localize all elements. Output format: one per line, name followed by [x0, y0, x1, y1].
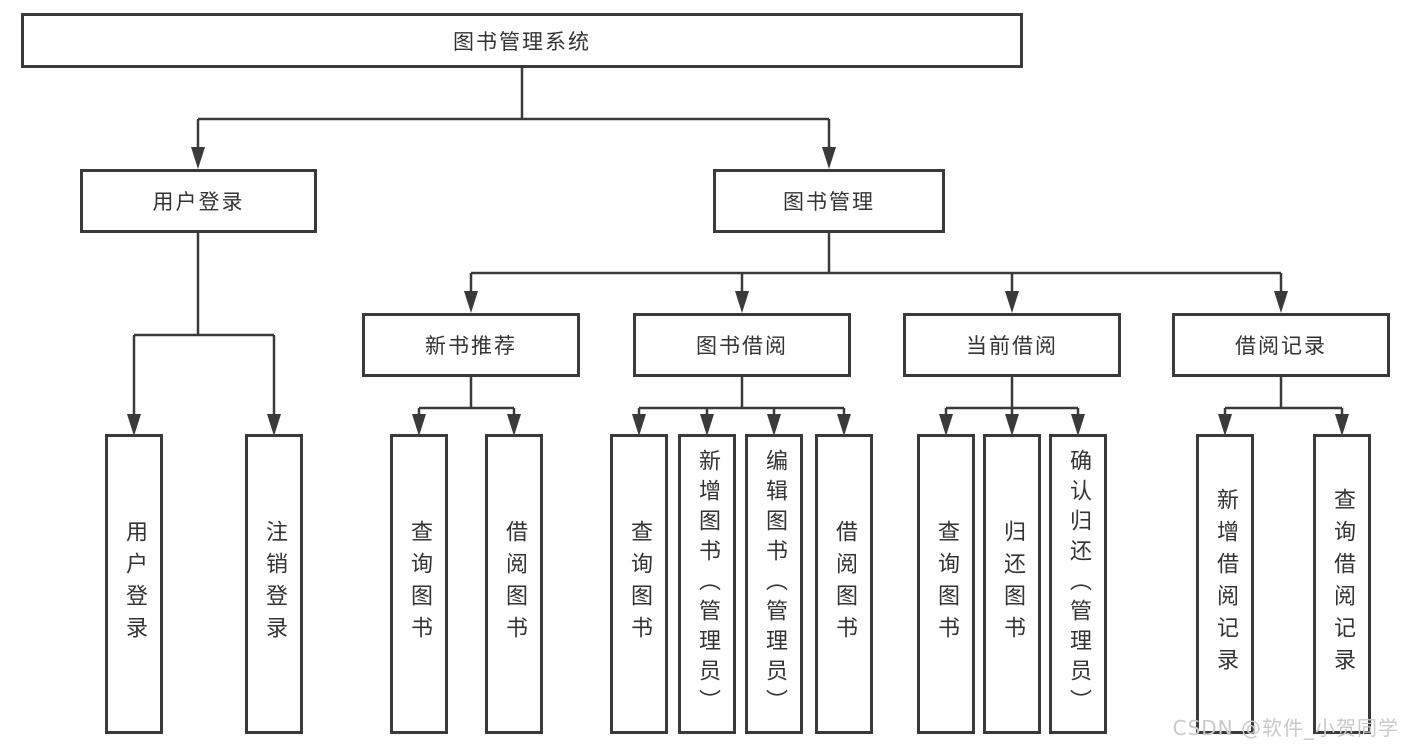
col-query-books-recommend-label: 查询图书 — [407, 520, 432, 648]
col-borrow-books-borrow-label: 借阅图书 — [832, 520, 857, 648]
col-query-books-current-label: 查询图书 — [934, 520, 959, 648]
node-library-system-label: 图书管理系统 — [453, 29, 591, 54]
col-edit-book-admin: 编辑图书（管理员） — [745, 434, 803, 734]
col-add-borrow-record: 新增借阅记录 — [1196, 434, 1254, 734]
col-query-books-current: 查询图书 — [917, 434, 975, 734]
col-edit-book-admin-label: 编辑图书（管理员） — [762, 449, 787, 719]
col-add-book-admin-label: 新增图书（管理员） — [695, 449, 720, 719]
col-add-borrow-record-label: 新增借阅记录 — [1213, 488, 1238, 680]
node-new-book-recommend-label: 新书推荐 — [425, 334, 517, 358]
node-book-borrow-label: 图书借阅 — [696, 334, 788, 358]
col-user-login-label: 用户登录 — [122, 520, 147, 648]
col-confirm-return-admin-label: 确认归还（管理员） — [1066, 449, 1091, 719]
col-logout-label: 注销登录 — [262, 520, 287, 648]
col-borrow-books-borrow: 借阅图书 — [815, 434, 873, 734]
col-query-borrow-record-label: 查询借阅记录 — [1330, 488, 1355, 680]
col-logout: 注销登录 — [245, 434, 303, 734]
col-user-login: 用户登录 — [105, 434, 163, 734]
node-user-login: 用户登录 — [80, 169, 317, 233]
node-user-login-label: 用户登录 — [152, 190, 245, 214]
node-new-book-recommend: 新书推荐 — [362, 313, 580, 377]
node-borrow-records-label: 借阅记录 — [1235, 334, 1327, 358]
col-add-book-admin: 新增图书（管理员） — [678, 434, 736, 734]
node-borrow-records: 借阅记录 — [1172, 313, 1390, 377]
node-current-borrow-label: 当前借阅 — [966, 334, 1058, 358]
col-query-borrow-record: 查询借阅记录 — [1313, 434, 1371, 734]
col-borrow-books-recommend-label: 借阅图书 — [502, 520, 527, 648]
col-borrow-books-recommend: 借阅图书 — [485, 434, 543, 734]
col-return-book: 归还图书 — [983, 434, 1041, 734]
col-return-book-label: 归还图书 — [1000, 520, 1025, 648]
node-book-management: 图书管理 — [713, 169, 945, 233]
col-query-books-borrow-label: 查询图书 — [627, 520, 652, 648]
col-query-books-borrow: 查询图书 — [610, 434, 668, 734]
csdn-watermark: CSDN @软件_小贺同学 — [1172, 716, 1399, 740]
col-confirm-return-admin: 确认归还（管理员） — [1049, 434, 1107, 734]
col-query-books-recommend: 查询图书 — [390, 434, 448, 734]
node-library-system: 图书管理系统 — [21, 13, 1023, 68]
node-book-borrow: 图书借阅 — [633, 313, 851, 377]
node-current-borrow: 当前借阅 — [903, 313, 1121, 377]
node-book-management-label: 图书管理 — [783, 190, 875, 214]
